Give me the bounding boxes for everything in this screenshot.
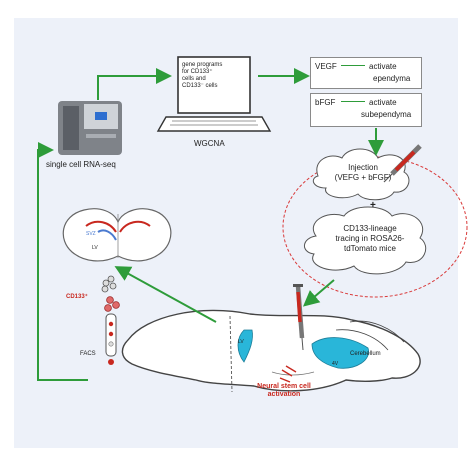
activation-label: Neural stem cell activation — [244, 383, 324, 398]
vegf-box: VEGF activate ependyma — [310, 57, 422, 89]
cerebellum-label: Cerebellum — [350, 351, 381, 357]
bfgf-box: bFGF activate subependyma — [310, 93, 422, 127]
tracing-cloud — [304, 206, 427, 275]
cd133-cells-icon — [104, 296, 120, 312]
screen-line-3: cells and — [182, 75, 206, 82]
activation-line-1: Neural stem cell — [257, 383, 311, 390]
screen-line-4: CD133⁻ cells — [182, 82, 218, 89]
tracing-line-2: tracing in ROSA26- — [335, 234, 405, 243]
vegf-target: ependyma — [373, 74, 411, 83]
injection-cloud — [312, 148, 410, 201]
sequencing-label: single cell RNA-seq — [46, 160, 116, 169]
dissociated-cells-icon — [101, 275, 117, 293]
facs-tube-icon — [105, 313, 117, 365]
bfgf-label: bFGF — [315, 98, 336, 107]
svz-label: SVZ — [86, 231, 96, 237]
brain-lv-label: LV — [238, 339, 244, 345]
lv-label: LV — [92, 245, 98, 251]
injection-text: Injection (VEFG + bFGF) — [326, 163, 400, 183]
bfgf-arrow-icon — [341, 101, 365, 102]
tracing-line-3: tdTomato mice — [343, 244, 397, 253]
bfgf-action: activate — [369, 98, 397, 107]
injection-line-2: (VEFG + bFGF) — [334, 173, 392, 182]
sagittal-brain-icon — [121, 309, 421, 393]
arrow-brain-to-section — [114, 266, 217, 323]
vegf-label: VEGF — [315, 62, 337, 71]
cd133-sorted-label: CD133⁺ — [66, 294, 88, 300]
arrow-seq-to-wgcna — [97, 68, 172, 100]
process-arrows — [37, 68, 384, 381]
laptop-icon — [156, 56, 272, 132]
fourth-ventricle-label: 4V — [332, 361, 339, 367]
screen-line-1: gene programs — [182, 62, 223, 68]
analysis-label: WGCNA — [194, 139, 225, 148]
brain-syringe-icon — [293, 284, 305, 351]
screen-line-2: for CD133⁺ — [182, 68, 213, 75]
bfgf-target: subependyma — [361, 110, 412, 119]
tracing-text: CD133-lineage tracing in ROSA26- tdTomat… — [318, 224, 422, 254]
tracing-line-1: CD133-lineage — [343, 224, 397, 233]
arrow-facs-to-seq — [37, 142, 88, 381]
plus-sign: + — [370, 200, 376, 211]
vegf-arrow-icon — [341, 65, 365, 66]
screen-text: gene programs for CD133⁺ cells and CD133… — [182, 62, 248, 90]
arrow-injection-to-brain — [302, 279, 335, 307]
injection-line-1: Injection — [348, 163, 378, 172]
activation-line-2: activation — [267, 390, 301, 398]
coronal-section-icon — [62, 208, 172, 262]
vegf-action: activate — [369, 62, 397, 71]
syringe-icon — [383, 144, 422, 183]
facs-label: FACS — [80, 351, 96, 357]
sequencer-icon — [58, 101, 122, 155]
